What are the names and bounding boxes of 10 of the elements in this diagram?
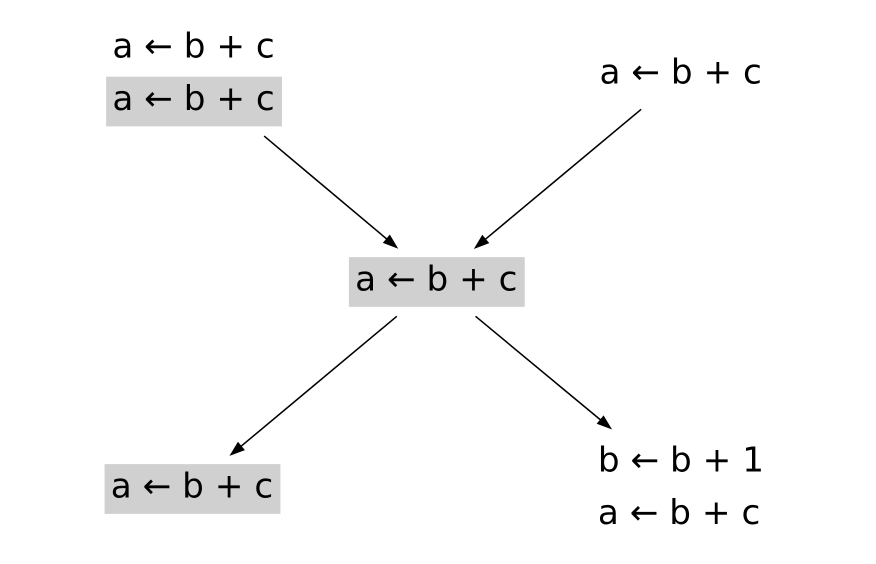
node-box: a ← b + c xyxy=(104,464,280,514)
arrow xyxy=(474,108,642,249)
arrow xyxy=(264,135,398,249)
node-text: b ← b + 1 a ← b + c xyxy=(598,440,764,534)
node-text: a ← b + c xyxy=(599,52,762,93)
node-box: a ← b + c xyxy=(348,257,525,307)
node-label: a ← b + c xyxy=(112,26,275,66)
node-box: a ← b + c xyxy=(106,76,282,126)
arrow xyxy=(229,316,398,456)
arrow xyxy=(475,316,612,430)
